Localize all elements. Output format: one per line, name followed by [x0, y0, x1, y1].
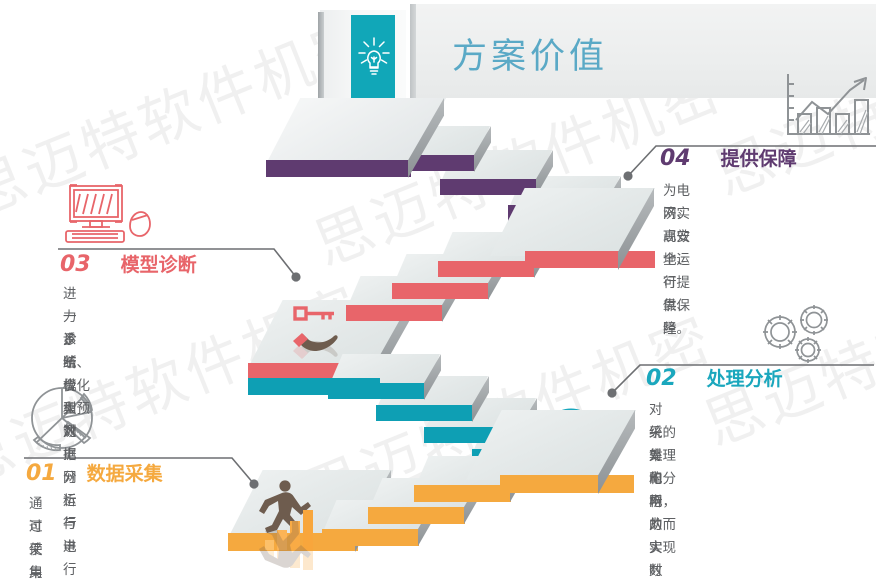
gears-icon: [763, 305, 828, 363]
running-person-bars-icon: [259, 480, 313, 570]
stair-red-riser-2: [346, 305, 443, 321]
step-desc-04-line2: 济、高效地运行提供保障。: [663, 206, 690, 337]
stair-red-riser-3: [392, 283, 489, 299]
step-desc-01-line2: 可采集整个电力系统的运行数据: [29, 519, 43, 579]
step-heading-02: 02 处理分析: [646, 364, 783, 391]
page-title: 方案价值: [452, 37, 609, 77]
step-heading-01: 01 数据采集: [26, 459, 163, 486]
step-desc-02-line2: 统的处理和分析，从而实现: [649, 425, 676, 556]
step-title-03: 模型诊断: [120, 254, 197, 276]
lightbulb-icon: [358, 37, 390, 75]
step-title-01: 数据采集: [86, 463, 163, 485]
hand-key-icon: [293, 306, 338, 359]
step-number-04: 04: [660, 146, 691, 171]
step-desc-03-line2: 力系统模型对电网运行进行: [63, 309, 77, 578]
step-heading-04: 04 提供保障: [660, 144, 797, 171]
step-desc-02-line1: 对采集的电力大数据进行系: [649, 402, 663, 579]
pylon-left-post: [318, 12, 324, 116]
stair-purple-landing-riser: [266, 160, 411, 177]
step-number-02: 02: [646, 366, 677, 391]
banner-left-edge: [410, 4, 417, 98]
stair-orange-riser-3: [368, 507, 465, 524]
growth-bar-chart-icon: [787, 74, 870, 135]
stair-red-top-riser: [525, 251, 655, 268]
stair-orange-riser-4: [414, 485, 511, 502]
step-desc-02-line3: 对电网的实时监控: [649, 448, 663, 579]
stair-teal-riser-3: [376, 405, 473, 421]
step-desc-04-line1: 为电网实现安全、可靠、经: [663, 183, 690, 337]
stair-orange-riser-2: [322, 529, 419, 546]
stair-orange-top-riser: [500, 475, 634, 493]
desktop-computer-icon: [65, 184, 151, 243]
step-number-03: 03: [60, 252, 91, 277]
stair-teal-landing-riser: [248, 378, 380, 395]
step-title-02: 处理分析: [706, 368, 783, 390]
stair-purple-riser-4: [440, 179, 537, 195]
step-heading-03: 03 模型诊断: [60, 250, 197, 277]
pie-chart-icon: [31, 387, 93, 452]
step-number-01: 01: [26, 461, 57, 486]
title-banner: [416, 4, 876, 98]
stair-red-riser-4: [438, 261, 535, 277]
step-desc-03-line1: 进一步结合大数据分析与电: [63, 286, 77, 555]
step-desc-01-line1: 通过使用智能电表等智能终端设备: [29, 496, 43, 579]
step-desc-03-line3: 诊断、优化和预测: [63, 332, 90, 440]
step-title-04: 提供保障: [720, 148, 797, 170]
